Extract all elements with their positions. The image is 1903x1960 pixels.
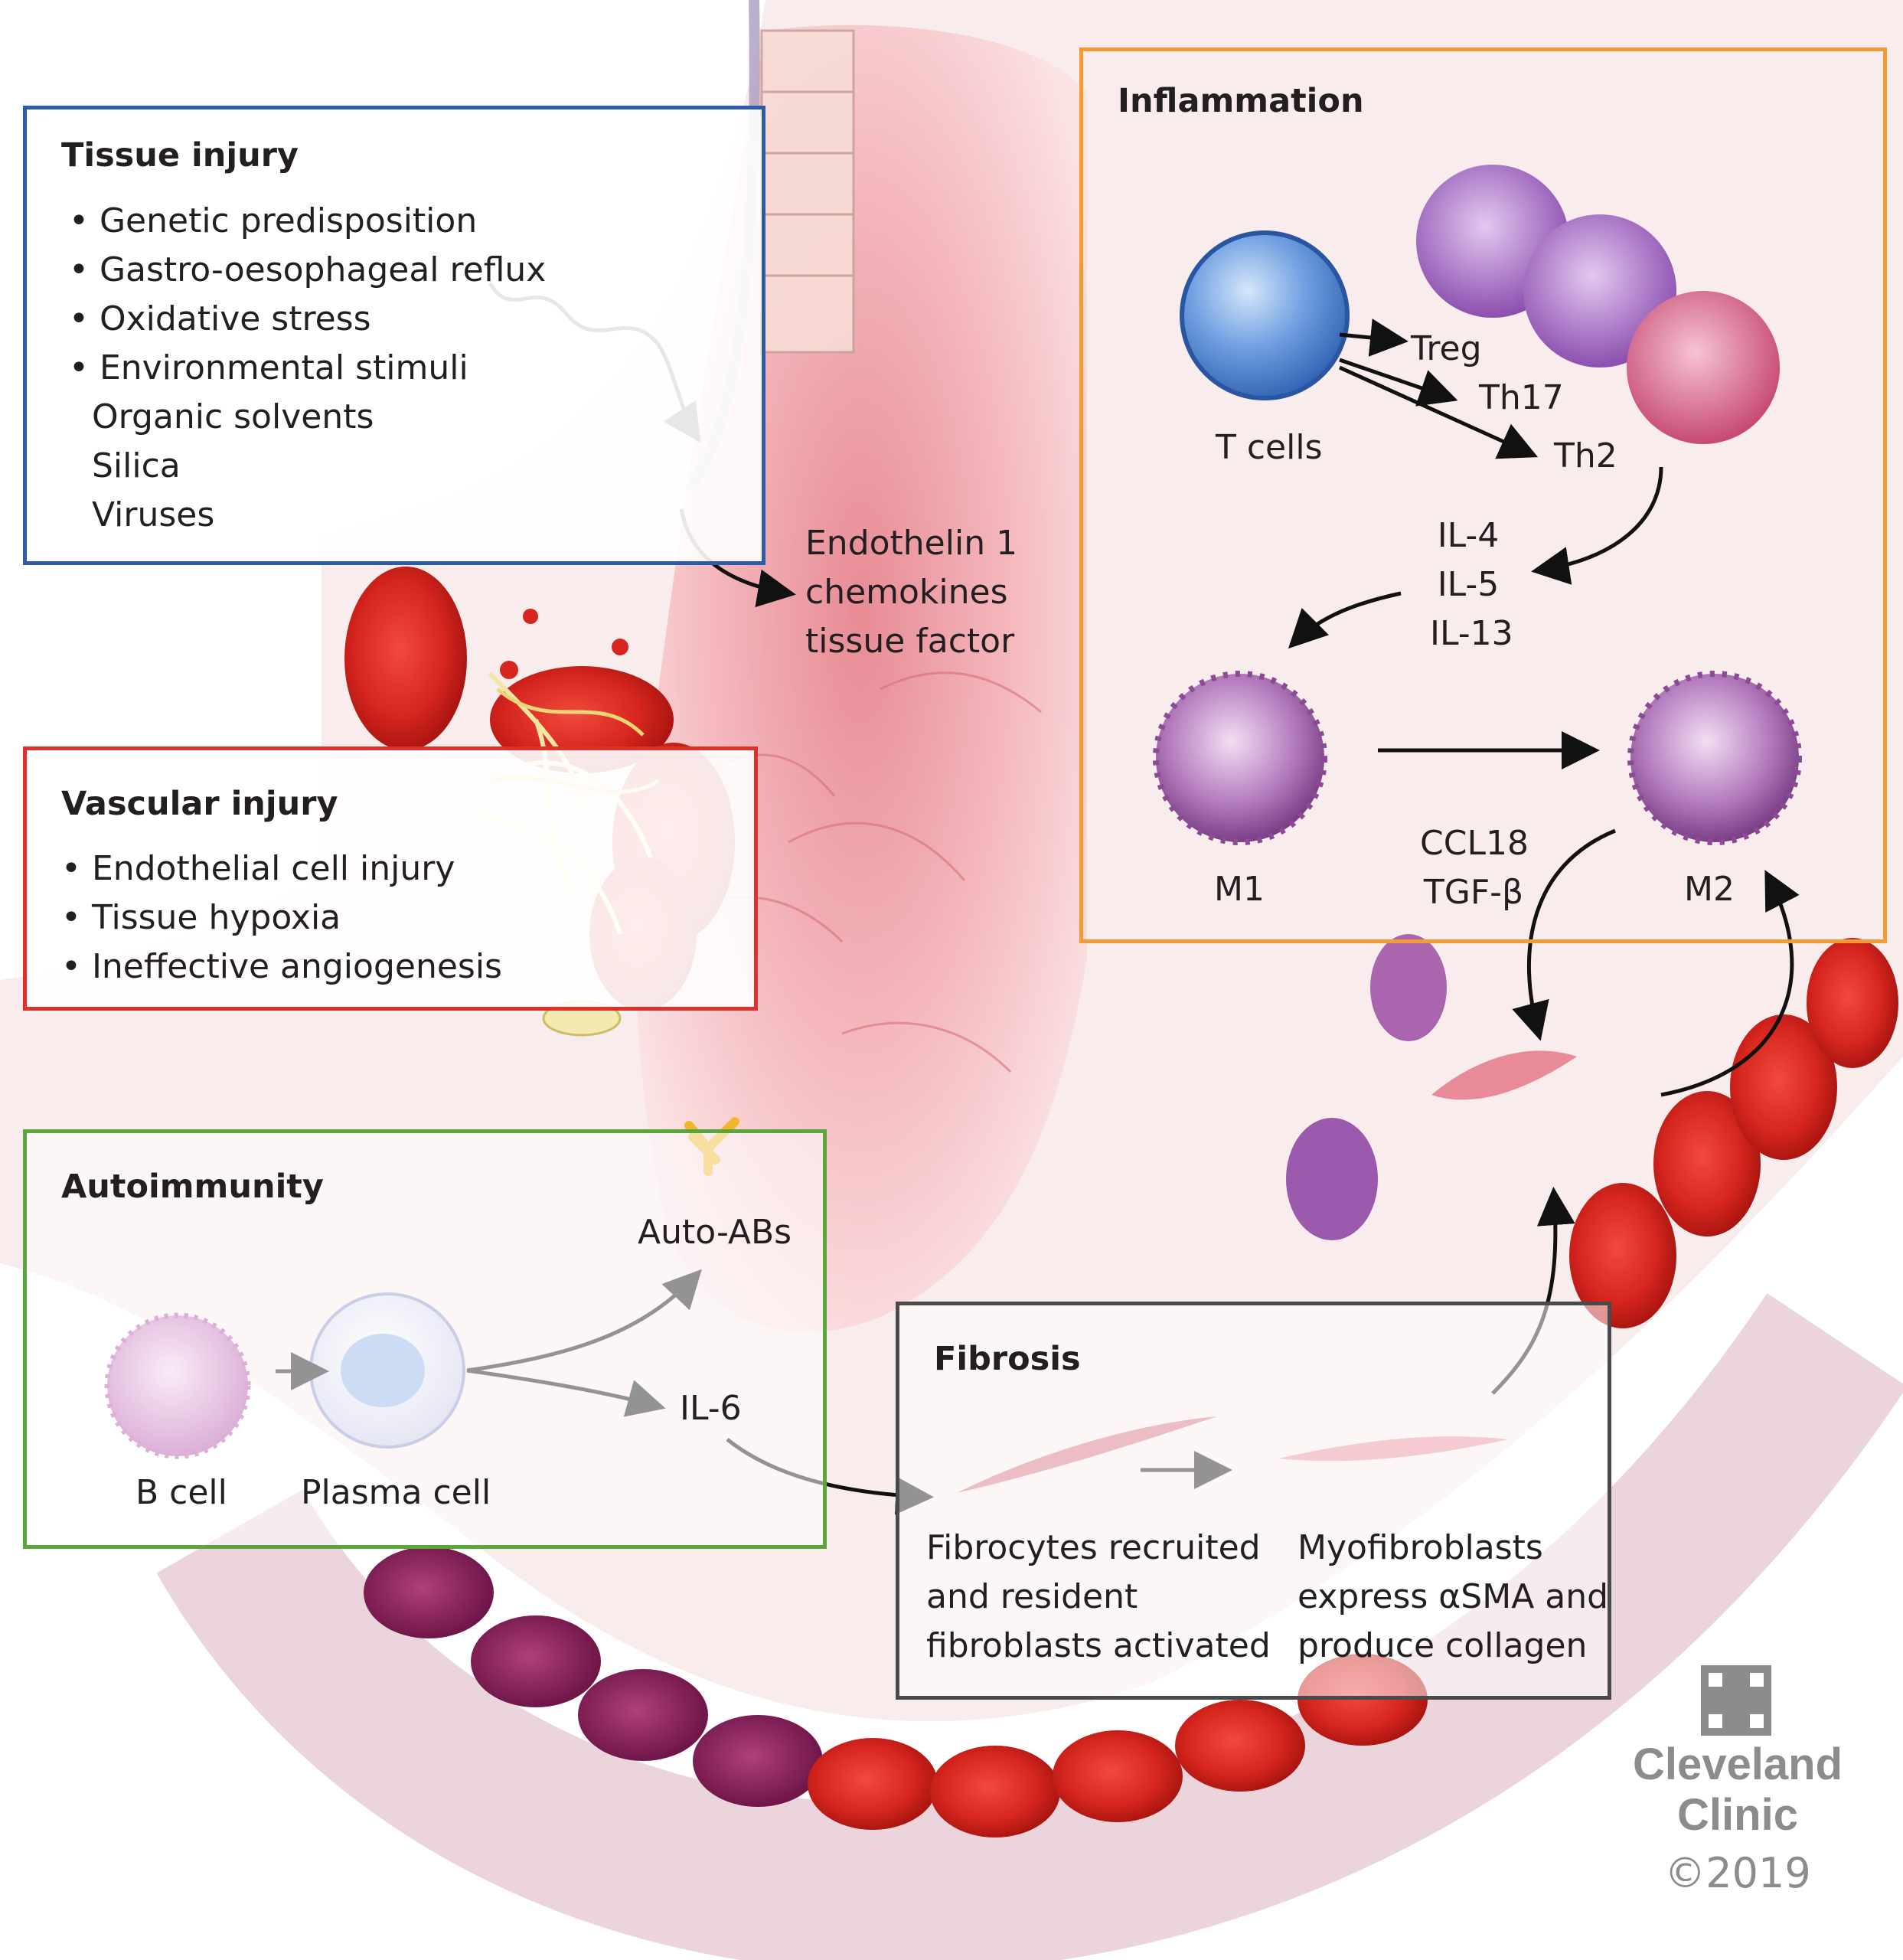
- treg-label: Treg: [1411, 329, 1482, 368]
- endothelin-line: tissue factor: [805, 622, 1015, 661]
- logo-line2: Clinic: [1677, 1790, 1798, 1840]
- m1-label: M1: [1214, 870, 1265, 909]
- cleveland-clinic-logo-mark: [1701, 1665, 1771, 1736]
- myofibroblasts-line: produce collagen: [1298, 1626, 1588, 1665]
- t-cells-label: T cells: [1216, 428, 1323, 467]
- list-subitem: Silica: [92, 446, 181, 485]
- list-item: • Oxidative stress: [69, 299, 371, 338]
- cytokine: IL-4: [1437, 516, 1500, 555]
- autoimmunity-box: Autoimmunity: [23, 1129, 827, 1549]
- tissue-injury-sublist: Organic solvents Silica Viruses: [92, 393, 374, 540]
- cytokine: IL-5: [1437, 565, 1500, 604]
- th2-label: Th2: [1554, 436, 1617, 475]
- cytokine: IL-13: [1430, 614, 1513, 653]
- inflammation-title: Inflammation: [1118, 82, 1364, 120]
- fibrocytes-line: and resident: [926, 1577, 1138, 1616]
- plasma-cell-label: Plasma cell: [301, 1473, 491, 1512]
- ccl18-tgfb-label: CCL18 TGF-β: [1420, 819, 1529, 917]
- il6-label: IL-6: [680, 1389, 742, 1428]
- list-subitem: Organic solvents: [92, 397, 374, 436]
- fibrocytes-text: Fibrocytes recruited and resident fibrob…: [926, 1524, 1271, 1671]
- ccl18-label: CCL18: [1420, 824, 1529, 863]
- inflammation-box: Inflammation: [1079, 47, 1887, 943]
- list-item: • Ineffective angiogenesis: [61, 947, 502, 986]
- list-item: • Environmental stimuli: [69, 348, 468, 387]
- vascular-injury-title: Vascular injury: [61, 785, 338, 823]
- tissue-injury-box: Tissue injury • Genetic predisposition •…: [23, 106, 765, 565]
- tissue-injury-title: Tissue injury: [61, 136, 299, 175]
- cleveland-clinic-logo: Cleveland Clinic ©2019: [1608, 1740, 1868, 1899]
- fibrocytes-line: Fibrocytes recruited: [926, 1528, 1261, 1567]
- myofibroblasts-line: Myofibroblasts: [1298, 1528, 1543, 1567]
- myofibroblasts-line: express αSMA and: [1298, 1577, 1609, 1616]
- vascular-injury-list: • Endothelial cell injury • Tissue hypox…: [61, 844, 502, 991]
- autoimmunity-title: Autoimmunity: [61, 1168, 324, 1206]
- tissue-injury-list: • Genetic predisposition • Gastro-oesoph…: [69, 197, 546, 393]
- endothelin-line: chemokines: [805, 573, 1008, 612]
- inflammation-cells: [1153, 165, 1802, 1240]
- fibrosis-box: Fibrosis Fibrocytes recruited and reside…: [896, 1302, 1611, 1700]
- m2-label: M2: [1684, 870, 1735, 909]
- list-item: • Gastro-oesophageal reflux: [69, 250, 547, 289]
- list-item: • Genetic predisposition: [69, 201, 478, 240]
- cytokines-label: IL-4 IL-5 IL-13: [1430, 511, 1513, 658]
- tgfb-label: TGF-β: [1423, 873, 1524, 912]
- endothelin-line: Endothelin 1: [805, 524, 1018, 563]
- th17-label: Th17: [1479, 378, 1564, 417]
- logo-copyright: ©2019: [1664, 1849, 1811, 1897]
- list-subitem: Viruses: [92, 495, 215, 534]
- fibrocytes-line: fibroblasts activated: [926, 1626, 1271, 1665]
- logo-line1: Cleveland: [1633, 1740, 1843, 1789]
- capillary-rbcs: [364, 938, 1898, 1838]
- auto-abs-label: Auto-ABs: [638, 1213, 792, 1252]
- vascular-injury-box: Vascular injury • Endothelial cell injur…: [23, 746, 758, 1011]
- b-cell-label: B cell: [135, 1473, 227, 1512]
- list-item: • Tissue hypoxia: [61, 898, 341, 937]
- list-item: • Endothelial cell injury: [61, 849, 455, 888]
- myofibroblasts-text: Myofibroblasts express αSMA and produce …: [1298, 1524, 1608, 1671]
- endothelin-label: Endothelin 1 chemokines tissue factor: [805, 519, 1017, 666]
- fibrosis-title: Fibrosis: [934, 1340, 1081, 1378]
